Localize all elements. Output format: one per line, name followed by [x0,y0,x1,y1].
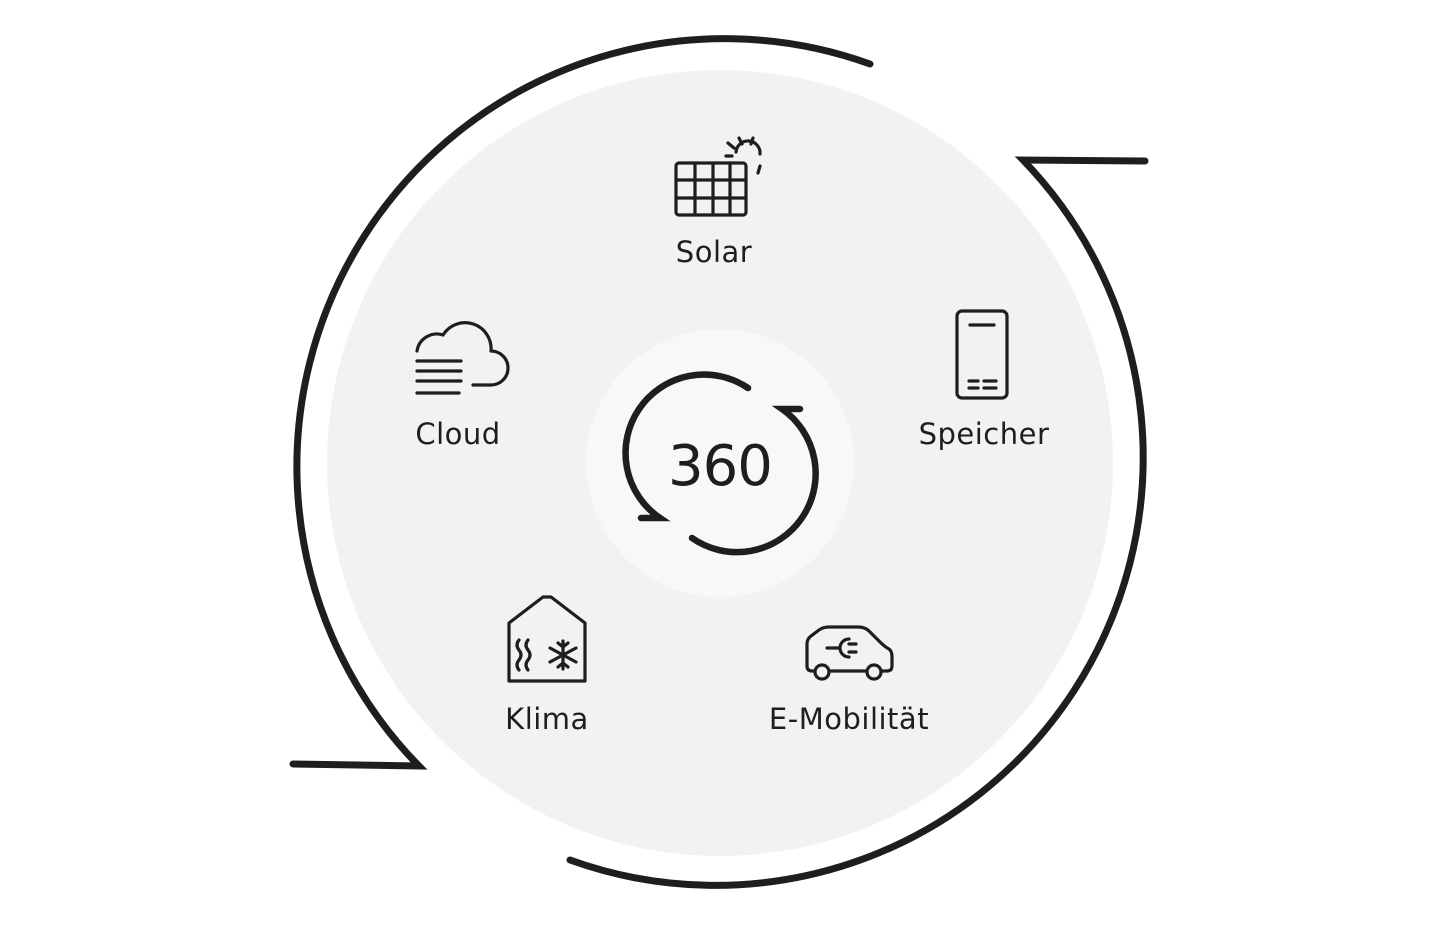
klima-label: Klima [505,702,589,736]
climate-house-icon [507,595,587,683]
center-360-label: 360 [668,434,772,499]
electric-car-icon [805,625,894,681]
cycle-arc-top-left [289,35,874,770]
battery-storage-icon [955,309,1009,400]
cycle-arc-bottom-right [566,156,1149,889]
speicher-label: Speicher [919,417,1050,451]
solar-label: Solar [676,235,752,269]
cloud-icon [415,321,510,395]
e-mobilitaet-label: E-Mobilität [769,702,929,736]
cycle-ring [289,35,1149,889]
360-refresh-icon [622,371,819,556]
cloud-label: Cloud [415,417,500,451]
refresh-arc-bottom [688,405,819,556]
refresh-arc-top [622,371,752,522]
solar-panel-icon [674,136,762,217]
